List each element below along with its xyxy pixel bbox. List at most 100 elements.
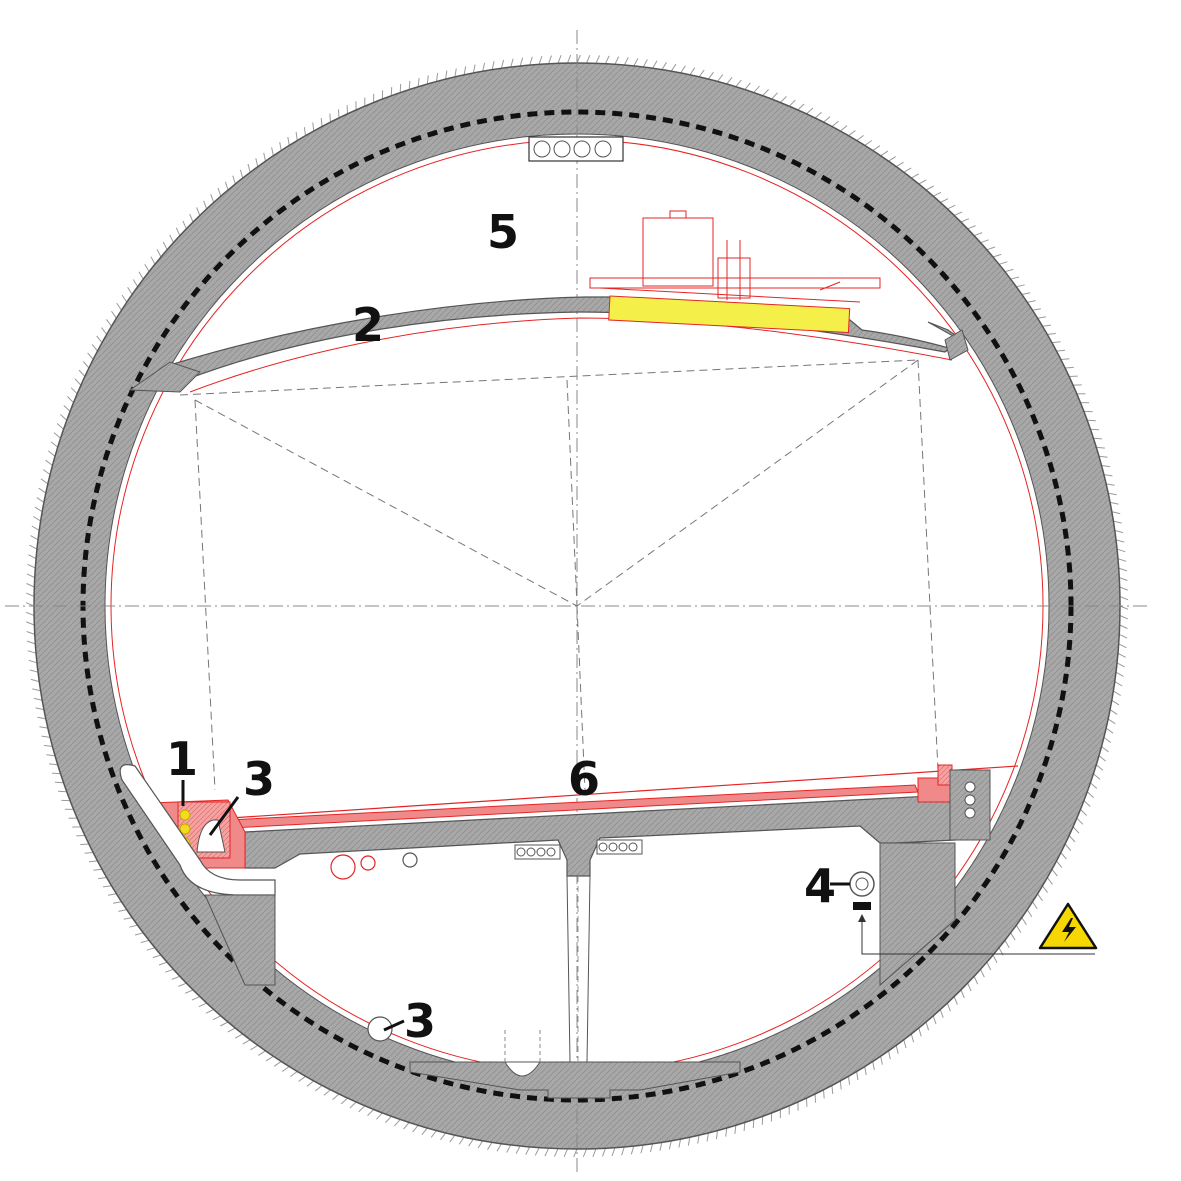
tick-mark — [258, 1050, 266, 1056]
tick-mark — [224, 181, 229, 191]
tick-mark — [1090, 428, 1100, 431]
warning-leader-arrow — [858, 914, 866, 922]
tick-mark — [697, 1135, 700, 1144]
tick-mark — [33, 697, 43, 701]
tick-mark — [1046, 877, 1053, 885]
tick-mark — [1096, 446, 1105, 449]
tick-mark — [960, 218, 970, 223]
tick-mark — [604, 55, 610, 64]
tick-mark — [1119, 586, 1128, 591]
tick-mark — [1072, 826, 1080, 834]
tick-mark — [1093, 437, 1103, 440]
tick-mark — [472, 64, 476, 74]
tick-mark — [298, 1075, 306, 1082]
tick-mark — [26, 631, 35, 635]
tick-mark — [1064, 843, 1072, 851]
tick-mark — [715, 1130, 718, 1140]
tick-mark — [454, 68, 457, 77]
tick-mark — [132, 279, 139, 288]
tick-mark — [1109, 709, 1118, 715]
tick-mark — [107, 893, 117, 896]
tick-mark — [477, 1140, 484, 1149]
tick-mark — [1098, 455, 1108, 458]
tick-mark — [150, 256, 156, 265]
tick-mark — [1021, 292, 1031, 295]
tick-mark — [880, 150, 889, 157]
tick-mark — [1027, 300, 1036, 303]
tick-mark — [1119, 596, 1129, 601]
tick-mark — [567, 54, 572, 64]
tick-mark — [1109, 501, 1119, 505]
tick-mark — [1119, 605, 1129, 610]
tick-mark — [320, 117, 323, 127]
tick-mark — [1115, 671, 1124, 677]
tick-mark — [621, 1146, 625, 1156]
tick-mark — [96, 335, 103, 344]
tick-mark — [487, 1142, 493, 1150]
tick-mark — [592, 1148, 597, 1157]
tick-mark — [947, 204, 956, 210]
tick-mark — [602, 1148, 606, 1157]
tick-mark — [210, 194, 215, 203]
tick-mark — [762, 89, 769, 97]
tick-mark — [946, 1002, 951, 1012]
left-ceiling-bracket — [128, 361, 201, 393]
tick-mark — [839, 125, 848, 132]
tick-mark — [895, 1045, 899, 1054]
tick-mark — [1118, 567, 1128, 572]
tick-mark — [903, 167, 912, 173]
tick-mark — [169, 234, 174, 243]
tick-mark — [717, 74, 724, 82]
tick-mark — [548, 55, 552, 64]
tick-mark — [121, 294, 128, 303]
tick-mark — [880, 1056, 883, 1065]
callout-4: 4 — [804, 859, 836, 913]
tick-mark — [1060, 358, 1070, 360]
tick-mark — [1086, 791, 1094, 798]
tick-mark — [670, 63, 677, 72]
tick-mark — [82, 361, 90, 369]
tick-mark — [960, 989, 965, 999]
callout-3-bottom: 3 — [404, 994, 436, 1048]
tick-mark — [1111, 699, 1120, 706]
tick-mark — [1113, 690, 1121, 696]
tick-mark — [26, 640, 36, 645]
tick-mark — [295, 131, 298, 141]
tick-mark — [408, 80, 411, 90]
tick-mark — [49, 763, 58, 766]
tick-mark — [1113, 520, 1122, 524]
tick-mark — [29, 669, 39, 673]
tick-mark — [491, 61, 495, 70]
tick-mark — [84, 852, 94, 854]
tick-mark — [953, 211, 963, 216]
tick-mark — [421, 1127, 428, 1136]
tick-mark — [41, 735, 51, 738]
tick-mark — [329, 113, 331, 123]
tick-mark — [1031, 901, 1038, 910]
tick-mark — [1060, 852, 1067, 860]
tick-mark — [1111, 511, 1121, 515]
tick-mark — [129, 924, 138, 928]
callout-1: 1 — [166, 732, 198, 786]
tick-mark — [1047, 332, 1056, 335]
tick-mark — [51, 772, 61, 775]
tick-mark — [856, 135, 864, 141]
tick-mark — [306, 1080, 315, 1087]
tick-mark — [482, 62, 486, 72]
tick-mark — [53, 432, 61, 439]
tick-mark — [640, 1144, 644, 1154]
tick-mark — [279, 142, 282, 151]
tick-mark — [255, 158, 259, 167]
tick-mark — [839, 1080, 842, 1090]
tick-mark — [788, 99, 796, 107]
tick-mark — [525, 1146, 531, 1155]
tick-mark — [1026, 909, 1033, 918]
outer-tick-ring — [25, 54, 1129, 1158]
tick-mark — [633, 58, 639, 67]
tick-mark — [668, 1140, 672, 1150]
construction-lines — [179, 359, 939, 791]
tick-mark — [403, 1122, 410, 1130]
tick-mark — [515, 1145, 521, 1154]
tick-mark — [205, 1009, 214, 1014]
tick-mark — [1093, 773, 1101, 780]
